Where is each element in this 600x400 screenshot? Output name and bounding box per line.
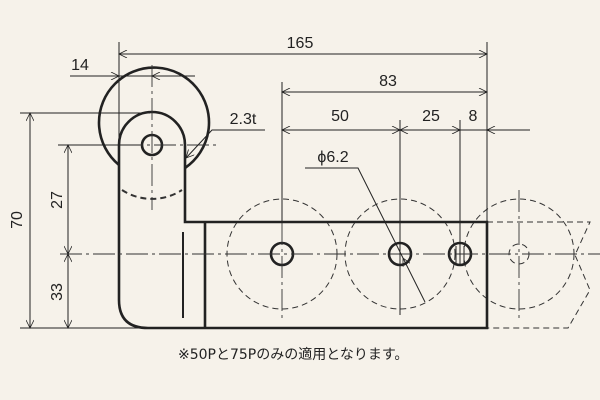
dim-33: 33 (49, 283, 66, 301)
dim-165: 165 (287, 35, 314, 52)
holes (140, 133, 473, 267)
roll-outlines (226, 198, 591, 329)
center-lines (60, 65, 600, 318)
dim-27: 27 (49, 191, 66, 209)
dim-83: 83 (379, 73, 397, 90)
bracket-body (117, 110, 489, 330)
dim-8: 8 (469, 108, 478, 125)
dim-hole-diameter: ϕ6.2 (317, 149, 348, 166)
dim-50: 50 (331, 108, 349, 125)
footnote: ※50Pと75Pのみの適用となります。 (178, 347, 409, 363)
left-roll-outline (97, 66, 211, 170)
dim-14: 14 (71, 57, 89, 74)
dim-thickness: 2.3t (230, 111, 257, 128)
dimension-lines (30, 54, 530, 328)
dim-25: 25 (422, 108, 440, 125)
dim-70: 70 (9, 211, 26, 229)
